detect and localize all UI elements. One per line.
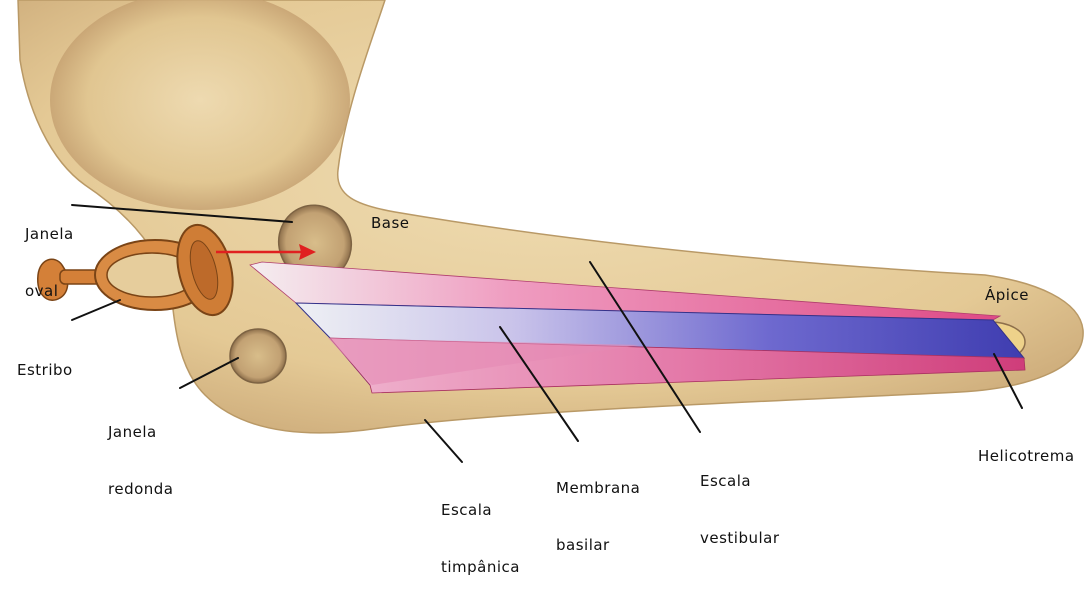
cochlea-diagram: Base Ápice Janela oval Estribo Janela re…	[0, 0, 1087, 507]
label-janela-oval: Janela oval	[25, 187, 74, 339]
round-window	[230, 329, 286, 383]
bone-head-shade	[50, 0, 350, 210]
label-janela-redonda: Janela redonda	[108, 385, 174, 537]
estribo-leader	[72, 300, 120, 320]
label-estribo: Estribo	[17, 323, 73, 418]
escala-timpanica-leader	[425, 420, 462, 462]
label-base: Base	[371, 176, 410, 271]
label-escala-timpanica: Escala timpânica	[441, 463, 520, 615]
label-helicotrema: Helicotrema	[978, 409, 1075, 504]
label-escala-vestibular: Escala vestibular	[700, 434, 780, 586]
label-membrana-basilar: Membrana basilar	[556, 441, 640, 593]
label-apice: Ápice	[985, 248, 1029, 343]
